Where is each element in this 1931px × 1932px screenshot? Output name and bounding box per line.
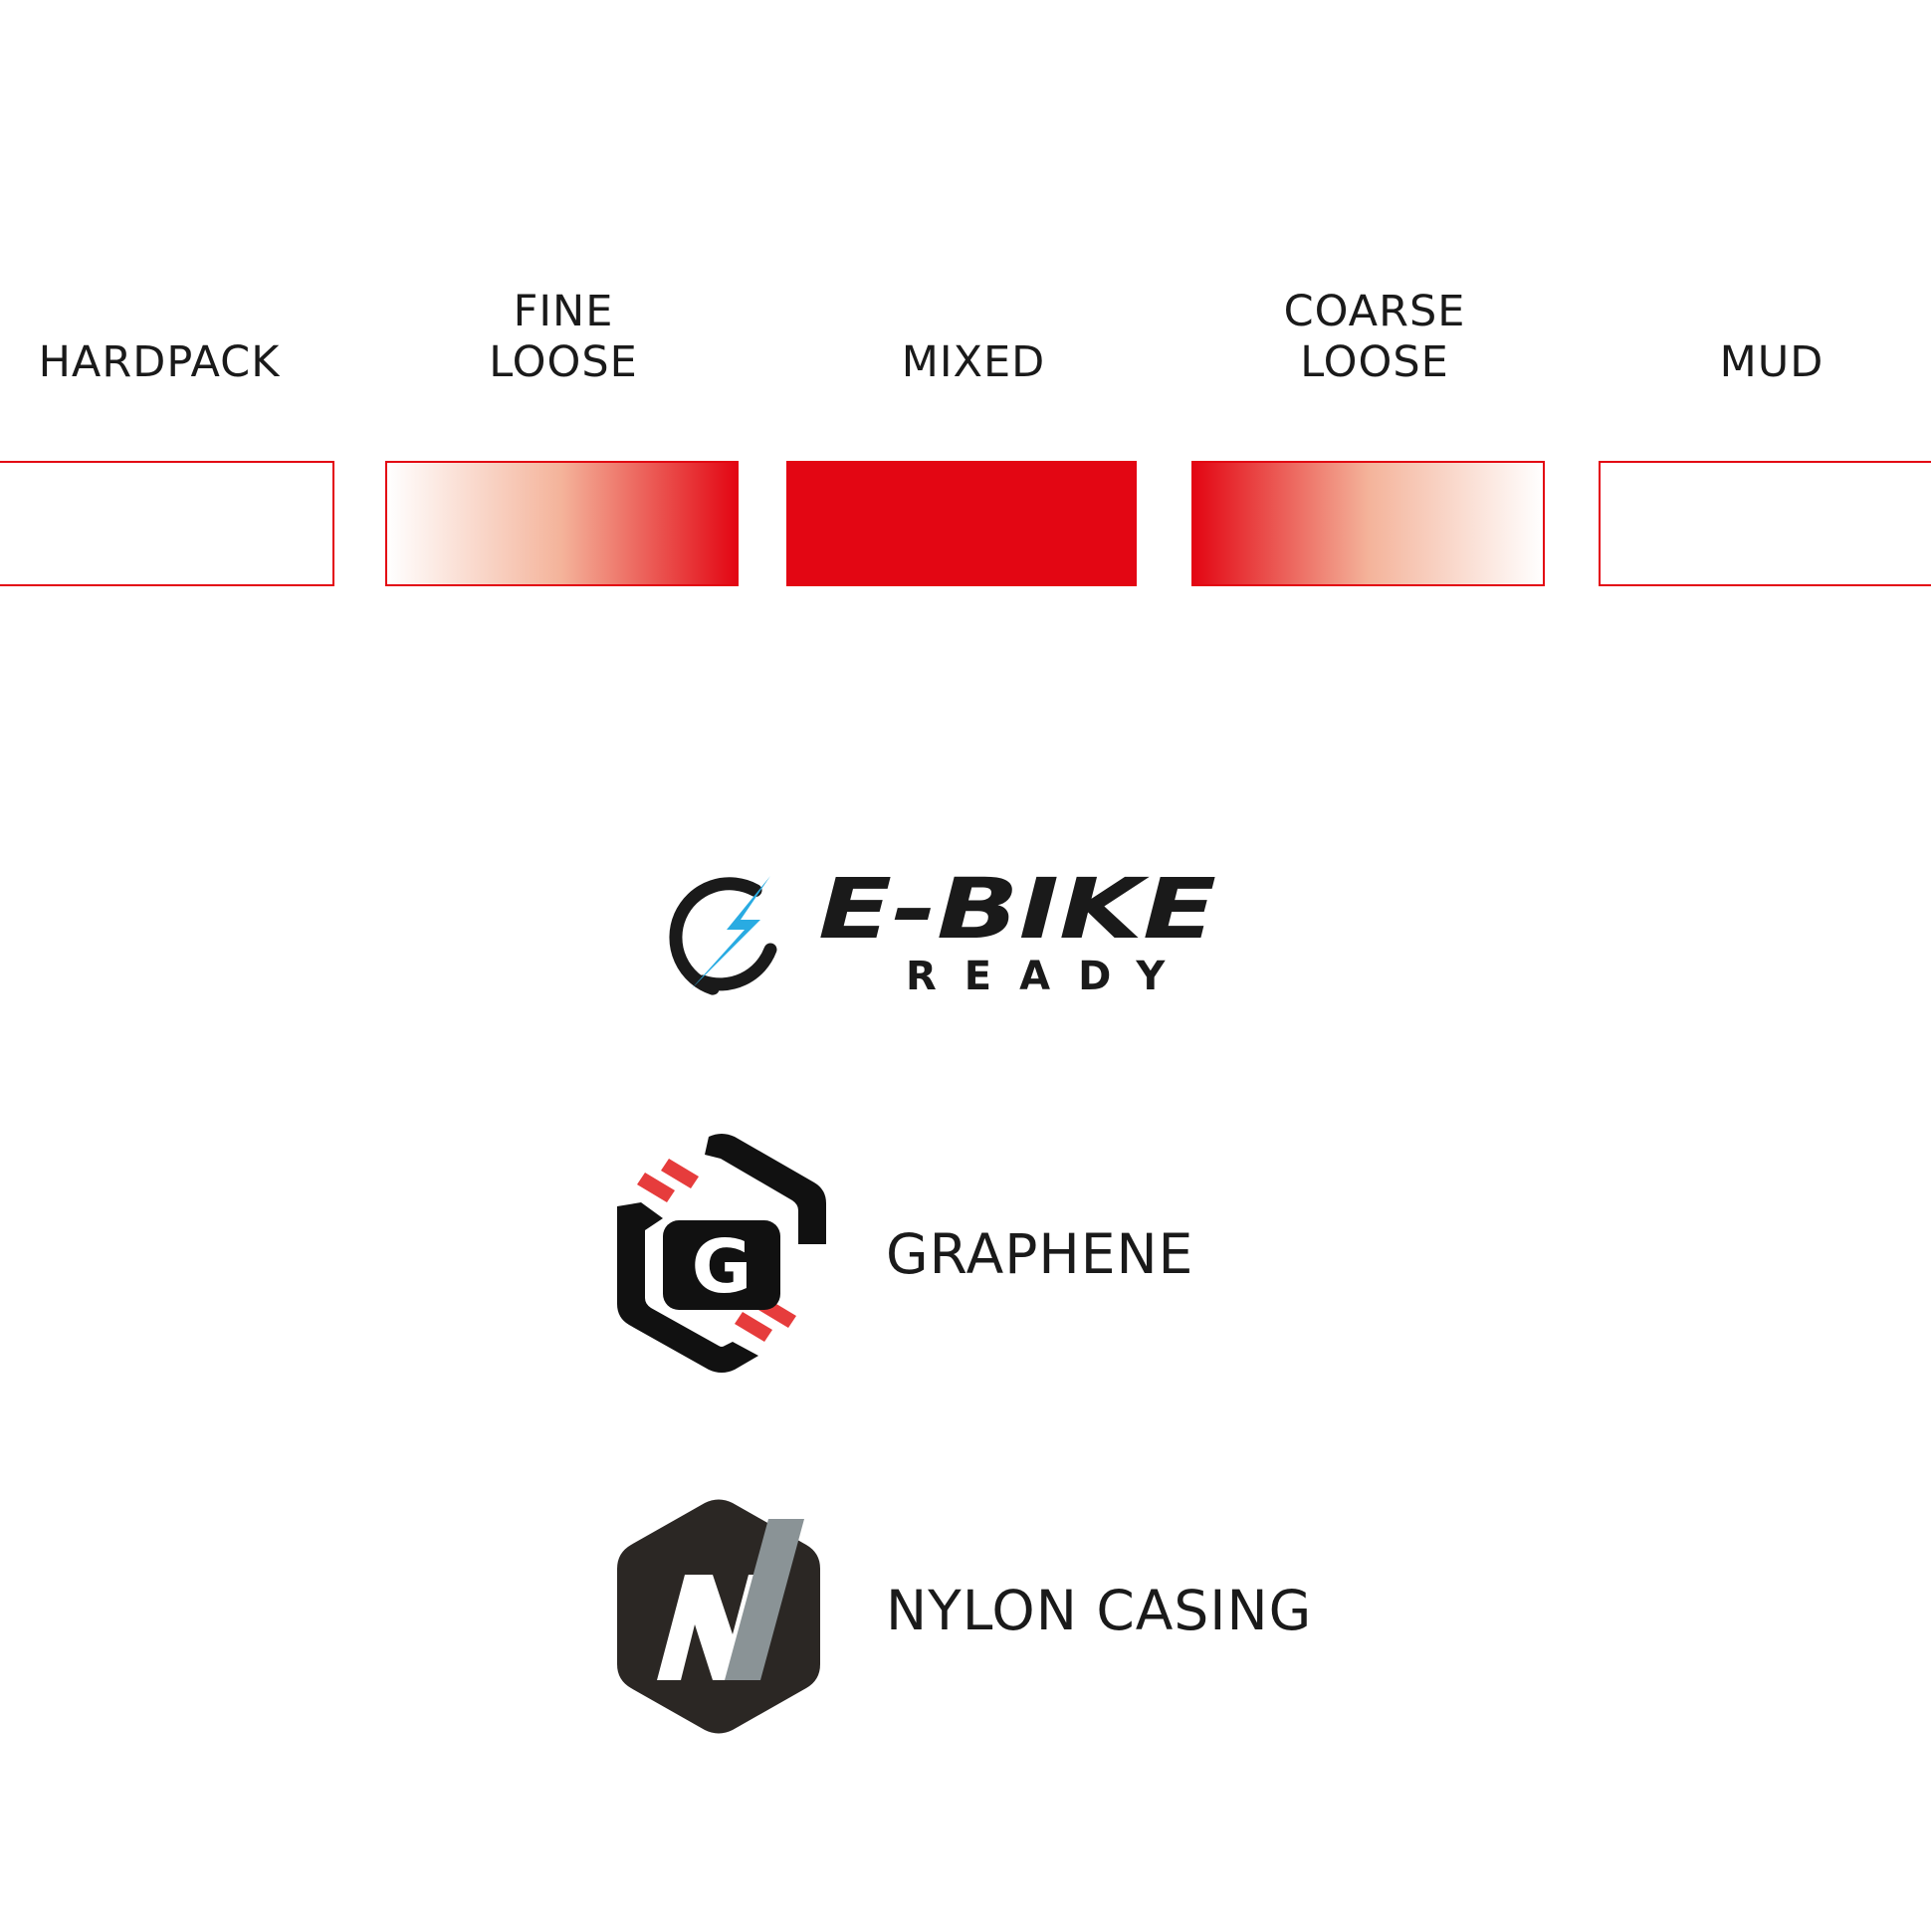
ebike-title: E-BIKE — [818, 860, 1216, 958]
terrain-bar-coarse-loose — [1191, 461, 1545, 586]
ebike-ready-wordmark: E-BIKE READY — [818, 860, 1216, 999]
terrain-label-mixed: MIXED — [901, 337, 1046, 387]
terrain-bar-hardpack — [0, 461, 334, 586]
svg-text:G: G — [692, 1224, 752, 1310]
terrain-label-mud: MUD — [1719, 337, 1824, 387]
ebike-ready-icon — [669, 876, 777, 995]
terrain-bar-fine-loose — [385, 461, 739, 586]
terrain-label-fine-loose: FINE LOOSE — [489, 287, 638, 387]
nylon-casing-label: NYLON CASING — [886, 1579, 1313, 1642]
terrain-label-coarse-loose: COARSE LOOSE — [1283, 287, 1466, 387]
terrain-bar-mixed — [786, 461, 1137, 586]
graphene-icon: G — [617, 1134, 826, 1373]
terrain-bar-mud — [1599, 461, 1931, 586]
terrain-label-hardpack: HARDPACK — [38, 337, 281, 387]
ebike-subtitle: READY — [906, 954, 1192, 999]
nylon-casing-icon — [617, 1499, 820, 1734]
graphene-label: GRAPHENE — [886, 1222, 1194, 1286]
